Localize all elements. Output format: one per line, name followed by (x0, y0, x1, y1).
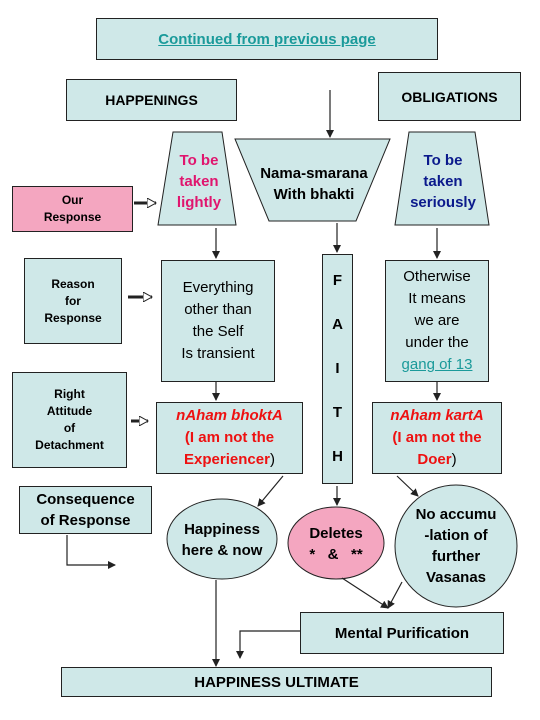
center-trapezoid (234, 138, 391, 222)
continued-banner[interactable]: Continued from previous page (96, 18, 438, 60)
continued-link[interactable]: Continued from previous page (158, 30, 376, 48)
arrow-consequence (66, 535, 116, 569)
faith-letter: A (332, 316, 343, 333)
obligations-header-text: OBLIGATIONS (401, 88, 498, 105)
obligations-header: OBLIGATIONS (378, 72, 521, 121)
faith-column: F A I T H (322, 254, 353, 484)
arrow-noaccum-to-purification (387, 581, 403, 609)
deletes-text: Deletes* & ** (309, 525, 363, 563)
happenings-header-text: HAPPENINGS (105, 92, 198, 108)
happiness-ultimate-box: HAPPINESS ULTIMATE (61, 667, 492, 697)
faith-letter: F (332, 272, 343, 289)
happenings-trapezoid (157, 131, 237, 226)
obligations-trapezoid (394, 131, 490, 226)
mental-purification-box: Mental Purification (300, 612, 504, 654)
happenings-header: HAPPENINGS (66, 79, 237, 121)
arrow-left-to-happiness (257, 475, 284, 507)
arrow-deletes-to-purification (341, 577, 389, 609)
deletes-ellipse (287, 506, 385, 580)
happiness-ellipse (166, 498, 278, 580)
faith-letter: T (332, 404, 343, 421)
faith-letter: I (335, 360, 340, 377)
arrow-purification-to-ultimate (236, 630, 300, 659)
no-accumulation-ellipse (394, 484, 518, 608)
faith-letter: H (332, 448, 343, 465)
arrow-right-to-noaccum (396, 475, 419, 497)
gang-of-13-link[interactable]: gang of 13 (401, 356, 473, 373)
